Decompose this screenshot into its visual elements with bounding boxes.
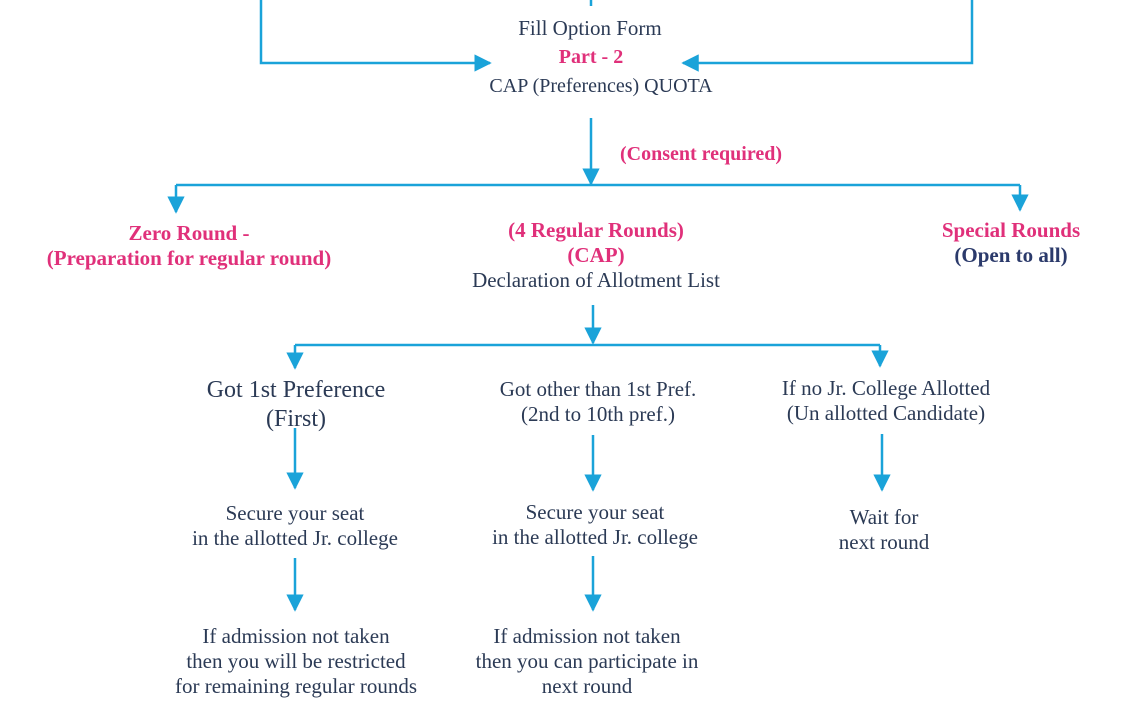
branch-1-outcome-line-2: then you will be restricted (186, 649, 406, 674)
branch-2-heading-line-1: Got other than 1st Pref. (499, 377, 697, 401)
branch-2-heading-line-2: (2nd to 10th pref.) (521, 402, 675, 427)
branch-3-action-node: Wait for next round (839, 505, 929, 555)
allotment-list-label: Declaration of Allotment List (472, 268, 720, 293)
branch-1-heading-line-2: (First) (266, 405, 326, 432)
branch-1-action-node: Secure your seat in the allotted Jr. col… (192, 501, 398, 551)
branch-3-action-line-1: Wait for (849, 505, 919, 529)
branch-2-outcome-line-2: then you can participate in (475, 649, 699, 674)
connector-right-feed (681, 0, 974, 72)
branch-2-action-line-2: in the allotted Jr. college (492, 525, 698, 550)
fill-option-title: Fill Option Form (518, 16, 662, 40)
connector-left-feed (259, 0, 492, 72)
special-rounds-node: Special Rounds (Open to all) (942, 218, 1080, 268)
branch-first-preference-node: Got 1st Preference (First) (207, 376, 386, 434)
fill-option-part-label: Part - 2 (558, 46, 624, 68)
special-rounds-subtitle: (Open to all) (954, 243, 1068, 268)
zero-round-node: Zero Round - (Preparation for regular ro… (47, 221, 331, 271)
branch-1-outcome-line-1: If admission not taken (202, 624, 390, 648)
special-rounds-title: Special Rounds (941, 218, 1081, 242)
branch-1-outcome-node: If admission not taken then you will be … (175, 624, 417, 700)
fill-option-quota-label: CAP (Preferences) QUOTA (489, 75, 713, 97)
zero-round-subtitle: (Preparation for regular round) (46, 246, 332, 271)
branch-unallotted-node: If no Jr. College Allotted (Un allotted … (782, 376, 990, 426)
regular-rounds-title: (4 Regular Rounds) (508, 218, 684, 242)
branch-2-outcome-line-1: If admission not taken (493, 624, 681, 648)
branch-2-action-node: Secure your seat in the allotted Jr. col… (492, 500, 698, 550)
branch-1-action-line-2: in the allotted Jr. college (192, 526, 398, 551)
regular-rounds-node: (4 Regular Rounds) (CAP) Declaration of … (472, 218, 720, 294)
branch-1-outcome-line-3: for remaining regular rounds (174, 674, 418, 699)
consent-required-label: (Consent required) (619, 143, 783, 165)
branch-other-preference-node: Got other than 1st Pref. (2nd to 10th pr… (500, 377, 697, 427)
branch-2-outcome-node: If admission not taken then you can part… (476, 624, 699, 700)
branch-2-outcome-line-3: next round (541, 674, 633, 699)
fill-option-form-node: Fill Option Form (518, 16, 662, 41)
branch-1-heading-line-1: Got 1st Preference (206, 377, 386, 403)
branch-1-action-line-1: Secure your seat (225, 501, 365, 525)
zero-round-title: Zero Round - (128, 221, 250, 245)
branch-2-action-line-1: Secure your seat (525, 500, 665, 524)
branch-3-heading-line-2: (Un allotted Candidate) (786, 401, 986, 426)
branch-3-action-line-2: next round (838, 530, 930, 555)
branch-3-heading-line-1: If no Jr. College Allotted (781, 376, 991, 400)
regular-rounds-cap: (CAP) (567, 243, 625, 268)
